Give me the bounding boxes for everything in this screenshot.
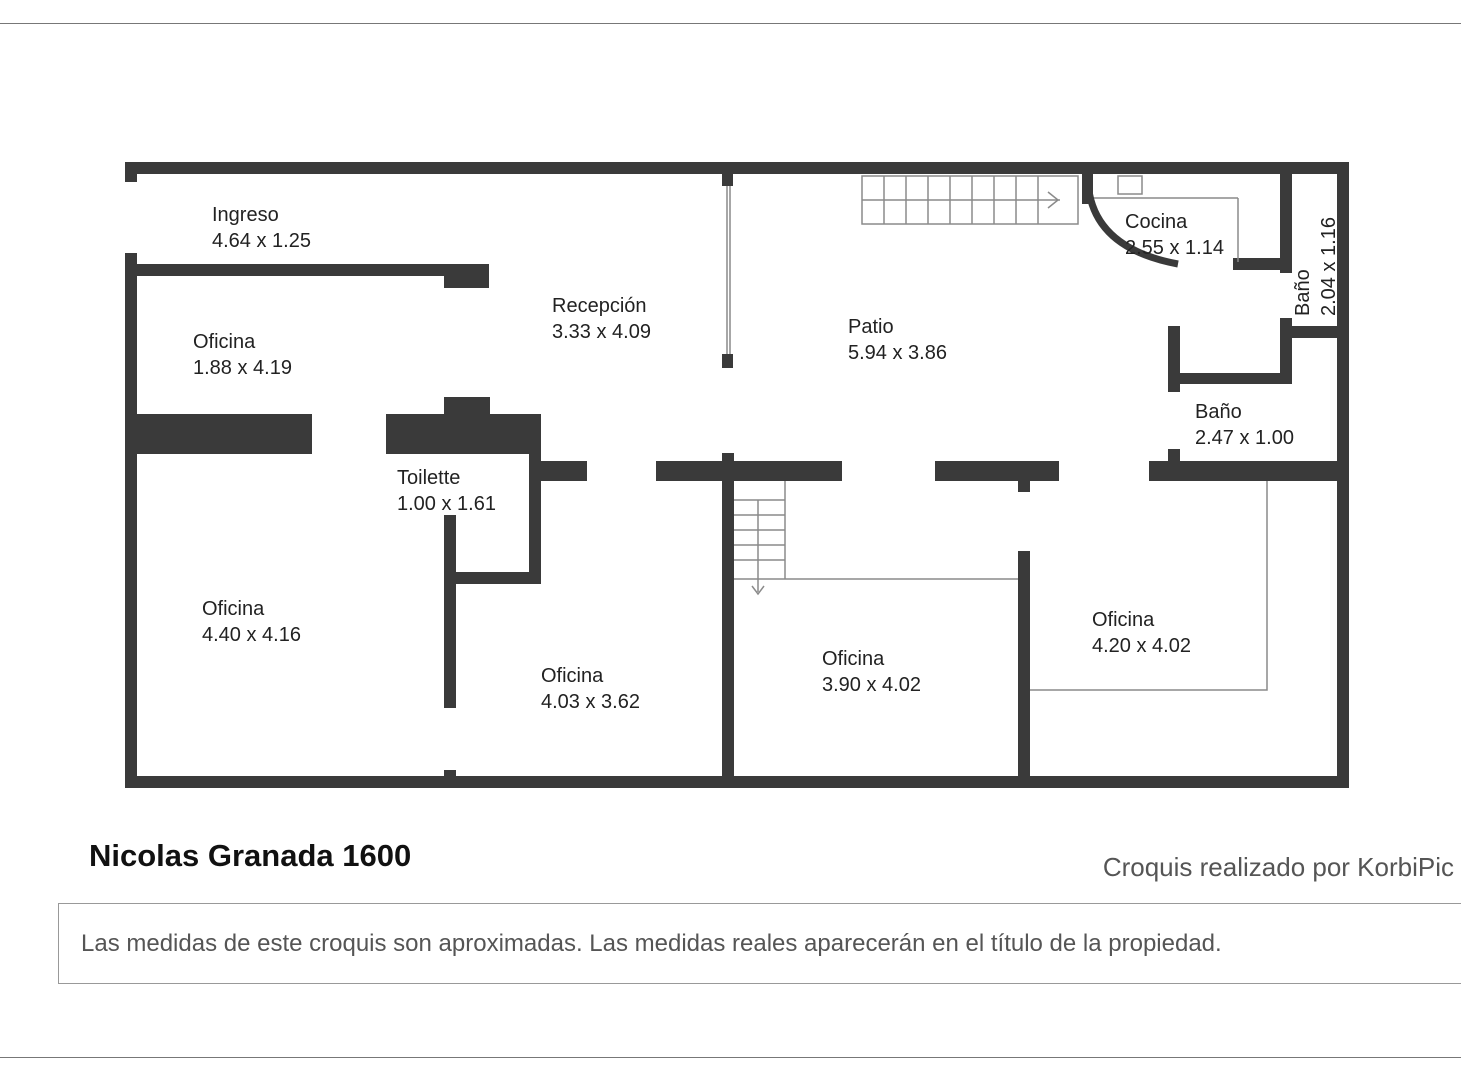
room-labels: Ingreso 4.64 x 1.25 Recepción 3.33 x 4.0… [193,204,1340,713]
room-dims: 4.03 x 3.62 [541,691,640,713]
outer-wall-left [125,253,137,788]
toilette-stub [529,461,587,481]
recepcion-wall-bottom [722,354,733,368]
outer-wall-top [125,162,1349,174]
room-dims: 4.20 x 4.02 [1092,635,1191,657]
room-name: Patio [848,316,894,338]
room-name: Oficina [541,665,604,687]
patio-wall-mid-bump [1018,481,1030,492]
bano-wall-left-upper [1280,318,1292,384]
toilette-wall-bottom [444,572,541,584]
patio-wall-left [656,461,842,481]
room-dims: 2.55 x 1.14 [1125,237,1224,259]
ingreso-wall-end [444,264,489,288]
room-dims: 3.90 x 4.02 [822,674,921,696]
room-name: Oficina [202,598,265,620]
toilette-wall-left [444,515,456,708]
walls [125,162,1349,788]
disclaimer-box: Las medidas de este croquis son aproxima… [58,903,1461,984]
patio-wall-mid [935,461,1059,481]
room-name: Ingreso [212,204,279,226]
room-name: Recepción [552,295,647,317]
fixtures [726,175,1268,691]
recepcion-wall-top [722,174,733,186]
bano-wall-bottom-upper [1280,326,1349,338]
room-dims: 1.88 x 4.19 [193,357,292,379]
oficina-wall-center [722,453,734,788]
outer-wall-left-upper [125,162,137,182]
bottom-rule [0,1057,1461,1058]
sketch-credit: Croquis realizado por KorbiPic [1102,852,1454,882]
oficina-divider-left [125,414,312,454]
cocina-wall-bottom [1233,258,1292,270]
room-dims: 2.47 x 1.00 [1195,427,1294,449]
bano2-wall-top [1168,373,1292,384]
room-name: Oficina [822,648,885,670]
room-dims: 1.00 x 1.61 [397,493,496,515]
room-dims: 2.04 x 1.16 [1318,217,1340,316]
patio-wall-right [1149,461,1349,481]
upper-staircase [861,175,1079,225]
ingreso-wall [125,264,489,276]
oficina-wall-right [1018,551,1030,788]
outer-wall-bottom [125,776,1349,788]
room-dims: 4.64 x 1.25 [212,230,311,252]
room-dims: 3.33 x 4.09 [552,321,651,343]
cocina-counter [1093,175,1239,262]
room-name: Oficina [1092,609,1155,631]
toilette-top-block [386,414,541,454]
room-dims: 4.40 x 4.16 [202,624,301,646]
room-name: Toilette [397,467,460,489]
cocina-wall-right [1280,174,1292,273]
lower-staircase [734,481,1018,596]
top-rule [0,23,1461,24]
room-name: Baño [1292,269,1314,316]
room-name: Baño [1195,401,1242,423]
room-dims: 5.94 x 3.86 [848,342,947,364]
toilette-top-bump [444,397,490,417]
patio-wall-right-stub [1168,449,1180,464]
cocina-door-arc [1084,181,1179,268]
property-address: Nicolas Granada 1600 [89,838,412,873]
toilette-wall-right [529,414,541,584]
oficina-right-partition [1030,481,1268,691]
room-name: Oficina [193,331,256,353]
bottom-stub [444,770,456,780]
room-name: Cocina [1125,211,1188,233]
disclaimer-text: Las medidas de este croquis son aproxima… [81,930,1222,957]
